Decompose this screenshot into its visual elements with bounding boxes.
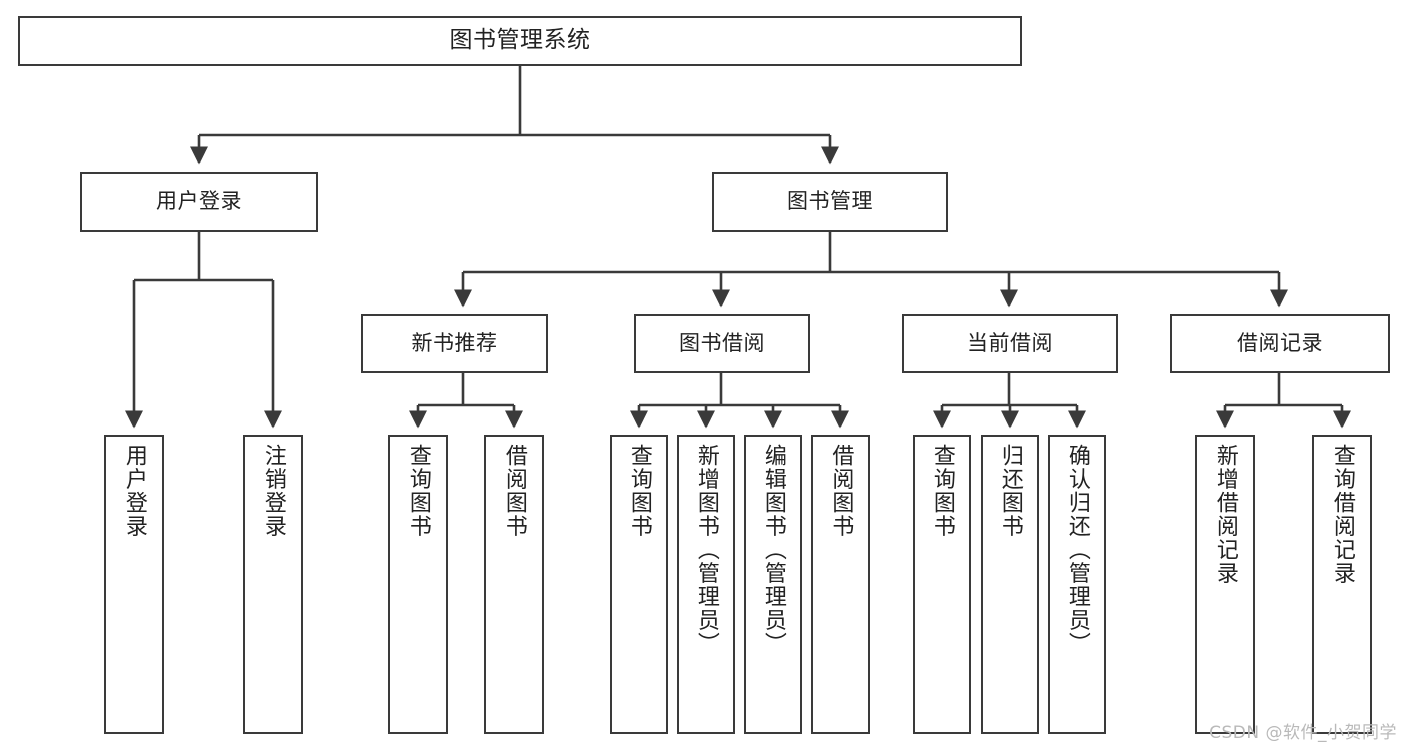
node-leaf-borrow-book-2[interactable]: 借阅图书 bbox=[811, 435, 870, 734]
node-root-label: 图书管理系统 bbox=[449, 27, 591, 54]
node-leaf-confirm-ret-label: 确认归还（管理员） bbox=[1064, 444, 1090, 656]
node-book-manage-label: 图书管理 bbox=[787, 189, 873, 214]
node-book-borrow[interactable]: 图书借阅 bbox=[634, 314, 810, 373]
node-leaf-query-book-1[interactable]: 查询图书 bbox=[388, 435, 448, 734]
node-leaf-query-record-label: 查询借阅记录 bbox=[1329, 444, 1355, 585]
node-root[interactable]: 图书管理系统 bbox=[18, 16, 1022, 66]
node-leaf-add-record[interactable]: 新增借阅记录 bbox=[1195, 435, 1255, 734]
node-leaf-confirm-ret[interactable]: 确认归还（管理员） bbox=[1048, 435, 1106, 734]
node-leaf-user-logout-label: 注销登录 bbox=[260, 444, 286, 538]
node-current-borrow[interactable]: 当前借阅 bbox=[902, 314, 1118, 373]
node-leaf-query-book-3[interactable]: 查询图书 bbox=[913, 435, 971, 734]
node-leaf-borrow-book-1-label: 借阅图书 bbox=[501, 444, 527, 538]
node-leaf-return-book[interactable]: 归还图书 bbox=[981, 435, 1039, 734]
node-borrow-record[interactable]: 借阅记录 bbox=[1170, 314, 1390, 373]
node-leaf-edit-book[interactable]: 编辑图书（管理员） bbox=[744, 435, 802, 734]
node-borrow-record-label: 借阅记录 bbox=[1237, 330, 1323, 355]
node-current-borrow-label: 当前借阅 bbox=[967, 330, 1053, 355]
watermark: CSDN @软件_小贺同学 bbox=[1209, 723, 1397, 743]
node-leaf-user-login-label: 用户登录 bbox=[121, 444, 147, 538]
node-leaf-user-login[interactable]: 用户登录 bbox=[104, 435, 164, 734]
node-user-login-label: 用户登录 bbox=[156, 189, 242, 214]
node-new-book-rec-label: 新书推荐 bbox=[411, 330, 498, 355]
node-leaf-edit-book-label: 编辑图书（管理员） bbox=[760, 444, 786, 656]
node-leaf-user-logout[interactable]: 注销登录 bbox=[243, 435, 303, 734]
node-leaf-return-book-label: 归还图书 bbox=[997, 444, 1023, 538]
node-user-login[interactable]: 用户登录 bbox=[80, 172, 318, 232]
node-leaf-query-book-2[interactable]: 查询图书 bbox=[610, 435, 668, 734]
node-leaf-query-record[interactable]: 查询借阅记录 bbox=[1312, 435, 1372, 734]
node-leaf-query-book-2-label: 查询图书 bbox=[626, 444, 652, 538]
node-book-manage[interactable]: 图书管理 bbox=[712, 172, 948, 232]
node-leaf-query-book-3-label: 查询图书 bbox=[929, 444, 955, 538]
node-leaf-borrow-book-1[interactable]: 借阅图书 bbox=[484, 435, 544, 734]
node-leaf-add-book[interactable]: 新增图书（管理员） bbox=[677, 435, 735, 734]
node-leaf-add-book-label: 新增图书（管理员） bbox=[693, 444, 719, 656]
node-book-borrow-label: 图书借阅 bbox=[679, 330, 765, 355]
node-leaf-borrow-book-2-label: 借阅图书 bbox=[828, 444, 854, 538]
node-leaf-add-record-label: 新增借阅记录 bbox=[1212, 444, 1238, 585]
node-new-book-rec[interactable]: 新书推荐 bbox=[361, 314, 548, 373]
node-leaf-query-book-1-label: 查询图书 bbox=[405, 444, 431, 538]
